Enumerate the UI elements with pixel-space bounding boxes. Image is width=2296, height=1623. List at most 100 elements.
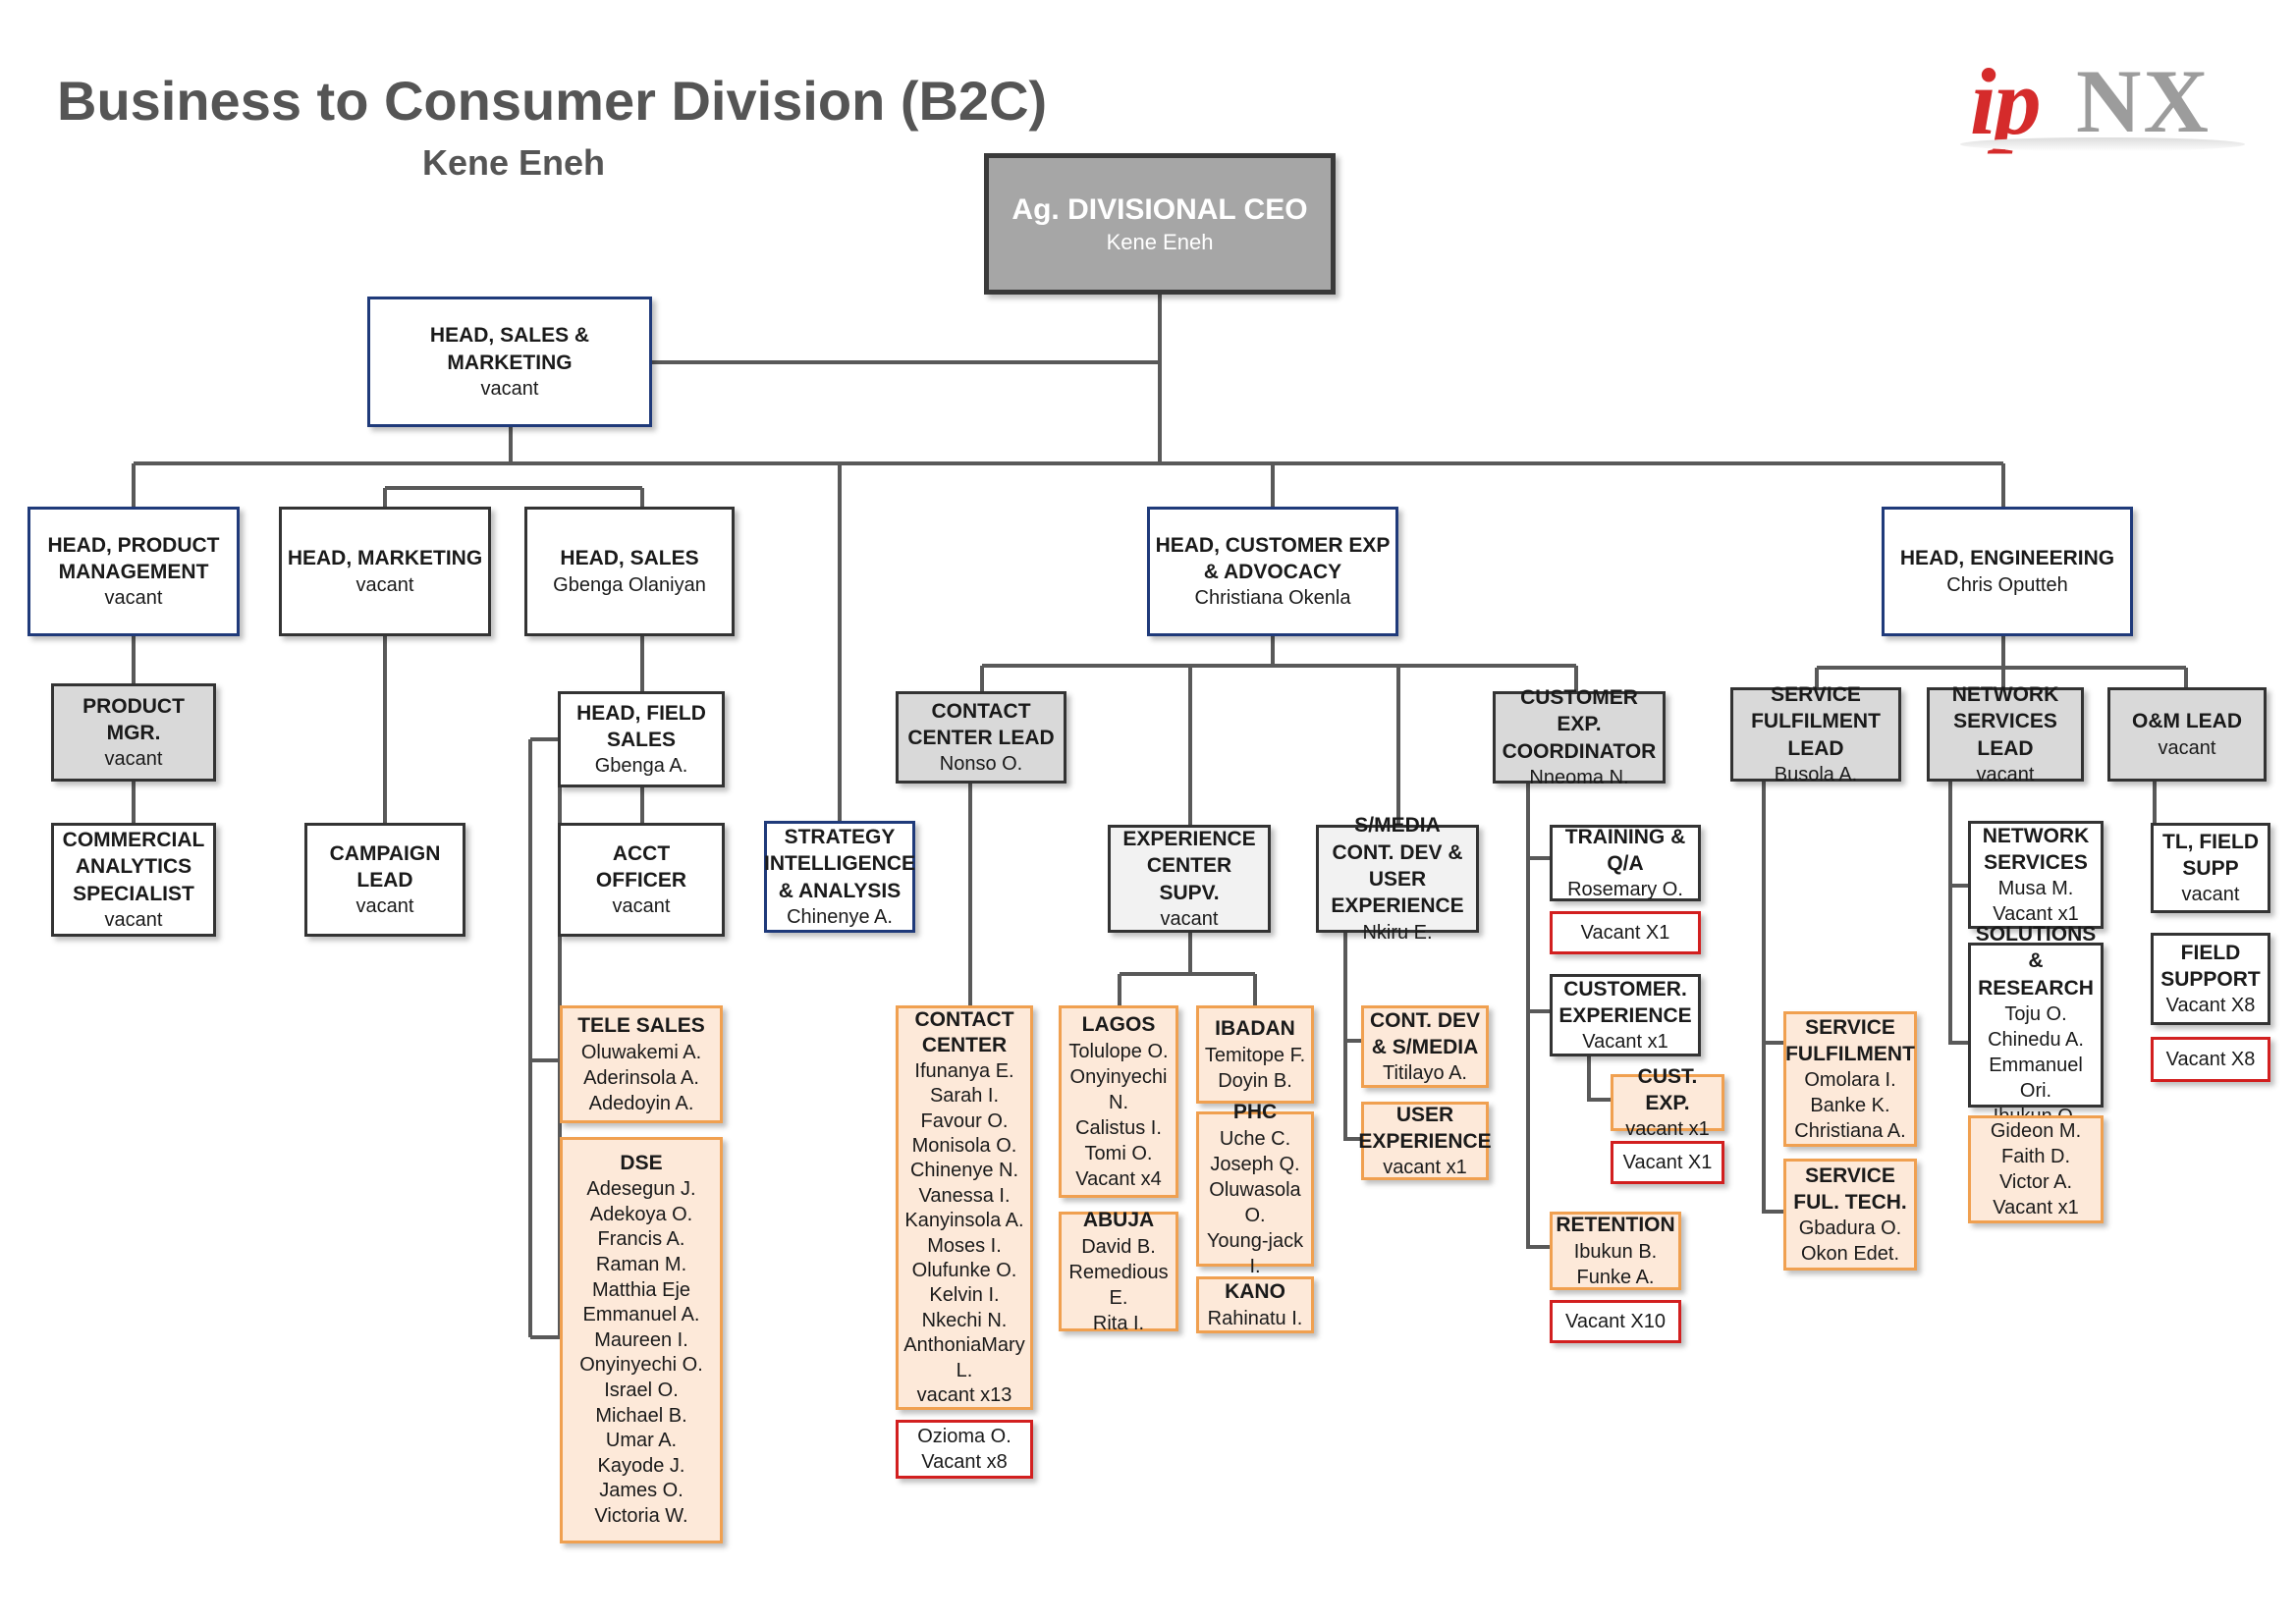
member: Victor A. <box>1998 1171 2073 1193</box>
member: Raman M. <box>595 1254 687 1276</box>
node-title: TRAINING & Q/A <box>1564 825 1686 875</box>
node-title: CAMPAIGN LEAD <box>329 841 441 892</box>
node-contact-center-lead: CONTACT CENTER LEAD Nonso O. <box>896 691 1066 784</box>
member: Gideon M. <box>1990 1120 2082 1142</box>
node-cx-coordinator: CUSTOMER EXP. COORDINATOR Nneoma N. <box>1493 686 1666 788</box>
node-name: Vacant X8 <box>2165 995 2256 1017</box>
node-title: NETWORK SERVICES <box>1982 824 2090 874</box>
node-acct-officer: ACCT OFFICER vacant <box>558 823 725 937</box>
node-name: Kene Eneh <box>1106 230 1214 255</box>
node-tele-sales: TELE SALES Oluwakemi A. Aderinsola A. Ad… <box>560 1005 723 1123</box>
node-title: IBADAN <box>1215 1017 1295 1041</box>
node-name: vacant <box>104 587 163 610</box>
member: Onyinyechi N. <box>1069 1065 1168 1113</box>
member: vacant x1 <box>1383 1157 1467 1179</box>
node-title: O&M LEAD <box>2132 710 2242 733</box>
member: Kelvin I. <box>929 1284 1000 1307</box>
node-title: EXPERIENCE CENTER SUPV. <box>1122 828 1256 904</box>
node-commercial-analytics: COMMERCIAL ANALYTICS SPECIALIST vacant <box>51 823 216 937</box>
node-contact-center-vacancy: Ozioma O. Vacant x8 <box>896 1420 1033 1479</box>
member: Adedoyin A. <box>588 1092 694 1114</box>
node-customer-experience: CUSTOMER. EXPERIENCE Vacant x1 <box>1550 974 1701 1056</box>
node-title: HEAD, FIELD SALES <box>576 701 706 751</box>
node-kano: KANO Rahinatu I. <box>1196 1276 1314 1333</box>
node-title: COMMERCIAL ANALYTICS SPECIALIST <box>62 829 205 905</box>
node-retention: RETENTION Ibukun B. Funke A. <box>1550 1212 1681 1290</box>
node-name: Nkiru E. <box>1362 921 1433 944</box>
node-ceo: Ag. DIVISIONAL CEO Kene Eneh <box>984 153 1336 295</box>
node-name: vacant <box>355 895 414 918</box>
vacancy-line: Vacant X8 <box>2165 1049 2256 1070</box>
node-head-sales: HEAD, SALES Gbenga Olaniyan <box>524 507 735 636</box>
node-name: vacant <box>355 573 414 596</box>
member: David B. <box>1081 1235 1156 1258</box>
member: vacant x13 <box>916 1384 1012 1406</box>
member: Sarah I. <box>929 1085 1000 1108</box>
node-name: vacant <box>2158 736 2216 759</box>
node-title: CUSTOMER EXP. COORDINATOR <box>1502 686 1657 763</box>
member: Aderinsola A. <box>583 1066 699 1089</box>
node-solutions-team: Gideon M. Faith D. Victor A. Vacant x1 <box>1968 1115 2104 1223</box>
node-title: HEAD, CUSTOMER EXP & ADVOCACY <box>1155 533 1391 583</box>
member: Temitope F. <box>1204 1044 1306 1066</box>
node-cust-exp-vacancy: Vacant X1 <box>1611 1141 1724 1184</box>
node-title: PHC <box>1232 1101 1278 1124</box>
member: Vacant x1 <box>1993 1197 2079 1218</box>
node-service-fulfilment-lead: SERVICE FULFILMENT LEAD Busola A. <box>1730 683 1901 785</box>
node-name: Christiana Okenla <box>1194 587 1351 610</box>
node-phc: PHC Uche C. Joseph Q. Oluwasola O. Young… <box>1196 1101 1314 1277</box>
member: Titilayo A. <box>1383 1062 1467 1085</box>
member: Umar A. <box>605 1430 678 1452</box>
node-name: Gbenga Olaniyan <box>553 573 706 596</box>
node-campaign-lead: CAMPAIGN LEAD vacant <box>304 823 465 937</box>
member: Favour O. <box>920 1109 1009 1132</box>
node-name: Chris Oputteh <box>1946 573 2068 596</box>
node-title: CUST. EXP. <box>1637 1064 1698 1114</box>
node-title: STRATEGY INTELLIGENCE & ANALYSIS <box>764 826 916 902</box>
member: Omolara I. <box>1804 1069 1896 1092</box>
member: Victoria W. <box>594 1505 688 1527</box>
member: Vacant x1 <box>1993 903 2079 926</box>
node-smedia: S/MEDIA CONT. DEV & USER EXPERIENCE Nkir… <box>1316 814 1479 944</box>
member: Oluwasola O. <box>1209 1178 1301 1226</box>
node-training-vacancy: Vacant X1 <box>1550 911 1701 954</box>
logo-nx-mark: NX <box>2076 51 2211 151</box>
node-title: CONTACT CENTER <box>914 1007 1014 1057</box>
node-title: CONT. DEV & S/MEDIA <box>1369 1008 1480 1058</box>
member: Okon Edet. <box>1800 1243 1900 1266</box>
member: vacant x1 <box>1625 1118 1710 1141</box>
member: Funke A. <box>1576 1266 1655 1288</box>
node-ibadan: IBADAN Temitope F. Doyin B. <box>1196 1005 1314 1104</box>
member: Matthia Eje <box>591 1278 691 1301</box>
node-name: Busola A. <box>1774 763 1858 785</box>
node-name: vacant <box>1976 763 2035 785</box>
member: Oluwakemi A. <box>580 1041 702 1063</box>
node-retention-vacancy: Vacant X10 <box>1550 1300 1681 1343</box>
node-title: LAGOS <box>1081 1013 1156 1037</box>
node-cont-dev-smedia: CONT. DEV & S/MEDIA Titilayo A. <box>1361 1005 1489 1088</box>
node-title: CONTACT CENTER LEAD <box>907 699 1055 749</box>
node-title: HEAD, SALES & MARKETING <box>429 324 590 374</box>
vacancy-line: Vacant X1 <box>1580 922 1670 944</box>
member: Vanessa I. <box>918 1184 1011 1207</box>
member: Young-jack I. <box>1206 1229 1304 1277</box>
node-abuja: ABUJA David B. Remedious E. Rita I. <box>1059 1209 1178 1334</box>
node-title: S/MEDIA CONT. DEV & USER EXPERIENCE <box>1331 814 1464 918</box>
node-name: vacant <box>480 377 539 400</box>
node-tl-field-supp: TL, FIELD SUPP vacant <box>2151 823 2270 913</box>
vacancy-line: Vacant X10 <box>1565 1311 1666 1332</box>
node-name: vacant <box>2181 884 2240 906</box>
ipnx-logo: ip NX <box>1960 47 2255 155</box>
node-service-ful-tech: SERVICE FUL. TECH. Gbadura O. Okon Edet. <box>1783 1159 1917 1271</box>
node-title: SERVICE FUL. TECH. <box>1793 1163 1907 1214</box>
node-product-mgr: PRODUCT MGR. vacant <box>51 683 216 782</box>
member: Faith D. <box>2000 1146 2071 1167</box>
node-title: HEAD, SALES <box>560 547 699 570</box>
node-om-lead: O&M LEAD vacant <box>2107 687 2267 782</box>
member: Francis A. <box>597 1228 685 1251</box>
node-title: ABUJA <box>1082 1209 1155 1232</box>
member: Rita I. <box>1092 1312 1145 1334</box>
node-user-experience: USER EXPERIENCE vacant x1 <box>1358 1102 1492 1180</box>
member: Nkechi N. <box>921 1309 1008 1331</box>
member: Olufunke O. <box>911 1260 1017 1282</box>
